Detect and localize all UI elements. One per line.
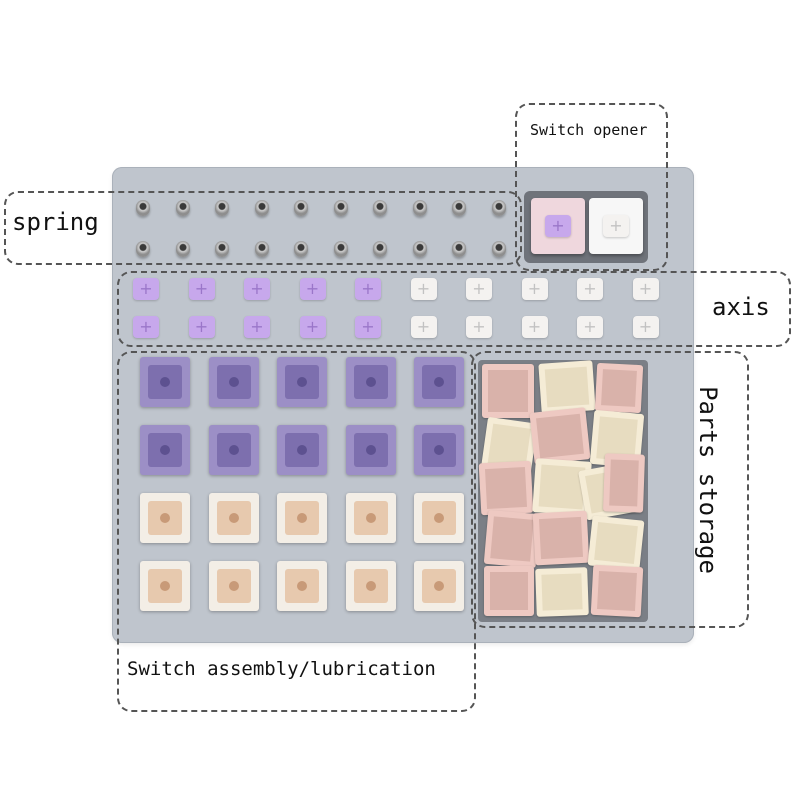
housing-interior (148, 569, 182, 603)
purple-switch-housing (140, 425, 190, 475)
housing-interior (285, 569, 319, 603)
spring-icon (412, 241, 427, 257)
spring-icon (373, 200, 387, 216)
spring-label: spring (12, 208, 99, 236)
spring-icon (175, 241, 190, 257)
purple-switch-housing (208, 425, 259, 475)
purple-switch-housing (277, 425, 327, 475)
white-stem-icon (466, 278, 492, 300)
white-stem-icon (632, 278, 659, 300)
spring-icon (452, 241, 466, 257)
spring-icon (491, 241, 506, 257)
switch-assembly-label: Switch assembly/lubrication (127, 658, 436, 680)
purple-switch-housing (140, 357, 190, 407)
switch-assembly-callout-frame (117, 351, 476, 712)
parts-storage-label: Parts storage (694, 386, 722, 574)
spring-icon (175, 200, 190, 216)
spring-icon (215, 241, 229, 257)
purple-stem-icon (355, 316, 381, 338)
housing-interior (148, 433, 182, 467)
white-stem-icon (632, 316, 659, 338)
spring-icon (215, 200, 229, 216)
cream-switch-housing (414, 561, 464, 611)
axis-label: axis (712, 293, 770, 321)
spring-icon (491, 200, 506, 216)
housing-interior (353, 501, 388, 535)
purple-switch-housing (414, 425, 464, 475)
cream-switch-housing (208, 561, 259, 611)
housing-interior (422, 501, 456, 535)
stem-icon (603, 215, 629, 237)
spring-icon (136, 200, 150, 216)
white-stem-icon (577, 278, 603, 300)
purple-switch-housing (345, 357, 396, 407)
white-stem-icon (466, 316, 492, 338)
stem-icon (545, 215, 571, 237)
housing-interior (285, 501, 319, 535)
purple-stem-icon (244, 278, 270, 300)
pink-switch-in-opener (531, 198, 585, 254)
switch-opener-label: Switch opener (530, 121, 648, 139)
cream-switch-housing (345, 561, 396, 611)
purple-switch-housing (345, 425, 396, 475)
purple-stem-icon (188, 316, 215, 338)
housing-interior (422, 433, 456, 467)
housing-interior (353, 569, 388, 603)
spring-icon (452, 200, 466, 216)
spring-icon (294, 241, 308, 257)
housing-interior (353, 433, 388, 467)
housing-interior (148, 365, 182, 399)
cream-switch-housing (277, 493, 327, 543)
white-stem-icon (577, 316, 603, 338)
pink-housing-part (484, 566, 534, 616)
housing-interior (353, 365, 388, 399)
spring-icon (254, 241, 269, 257)
purple-stem-icon (299, 278, 326, 300)
purple-switch-housing (414, 357, 464, 407)
spring-icon (294, 200, 308, 216)
spring-icon (333, 200, 348, 216)
pink-housing-part (482, 364, 534, 418)
cream-switch-housing (414, 493, 464, 543)
spring-icon (254, 200, 269, 216)
purple-stem-icon (188, 278, 215, 300)
spring-callout-frame (4, 191, 522, 265)
spring-icon (373, 241, 387, 257)
housing-interior (422, 569, 456, 603)
cream-switch-housing (208, 493, 259, 543)
purple-switch-housing (277, 357, 327, 407)
purple-stem-icon (133, 316, 159, 338)
spring-icon (333, 241, 348, 257)
purple-stem-icon (355, 278, 381, 300)
axis-callout-frame (117, 271, 791, 347)
switch-opener-callout-frame (515, 103, 668, 271)
purple-switch-housing (208, 357, 259, 407)
spring-icon (136, 241, 150, 257)
purple-stem-icon (244, 316, 270, 338)
cream-switch-housing (345, 493, 396, 543)
housing-interior (422, 365, 456, 399)
white-stem-icon (410, 278, 437, 300)
purple-stem-icon (299, 316, 326, 338)
spring-icon (412, 200, 427, 216)
housing-interior (285, 365, 319, 399)
cream-switch-housing (140, 561, 190, 611)
housing-interior (216, 433, 251, 467)
cream-switch-housing (277, 561, 327, 611)
white-stem-icon (521, 316, 548, 338)
housing-interior (216, 569, 251, 603)
white-stem-icon (410, 316, 437, 338)
housing-interior (285, 433, 319, 467)
white-switch-in-opener (589, 198, 643, 254)
housing-interior (216, 365, 251, 399)
white-stem-icon (521, 278, 548, 300)
housing-interior (148, 501, 182, 535)
cream-switch-housing (140, 493, 190, 543)
housing-interior (216, 501, 251, 535)
purple-stem-icon (133, 278, 159, 300)
parts-storage-callout-frame (471, 351, 749, 628)
